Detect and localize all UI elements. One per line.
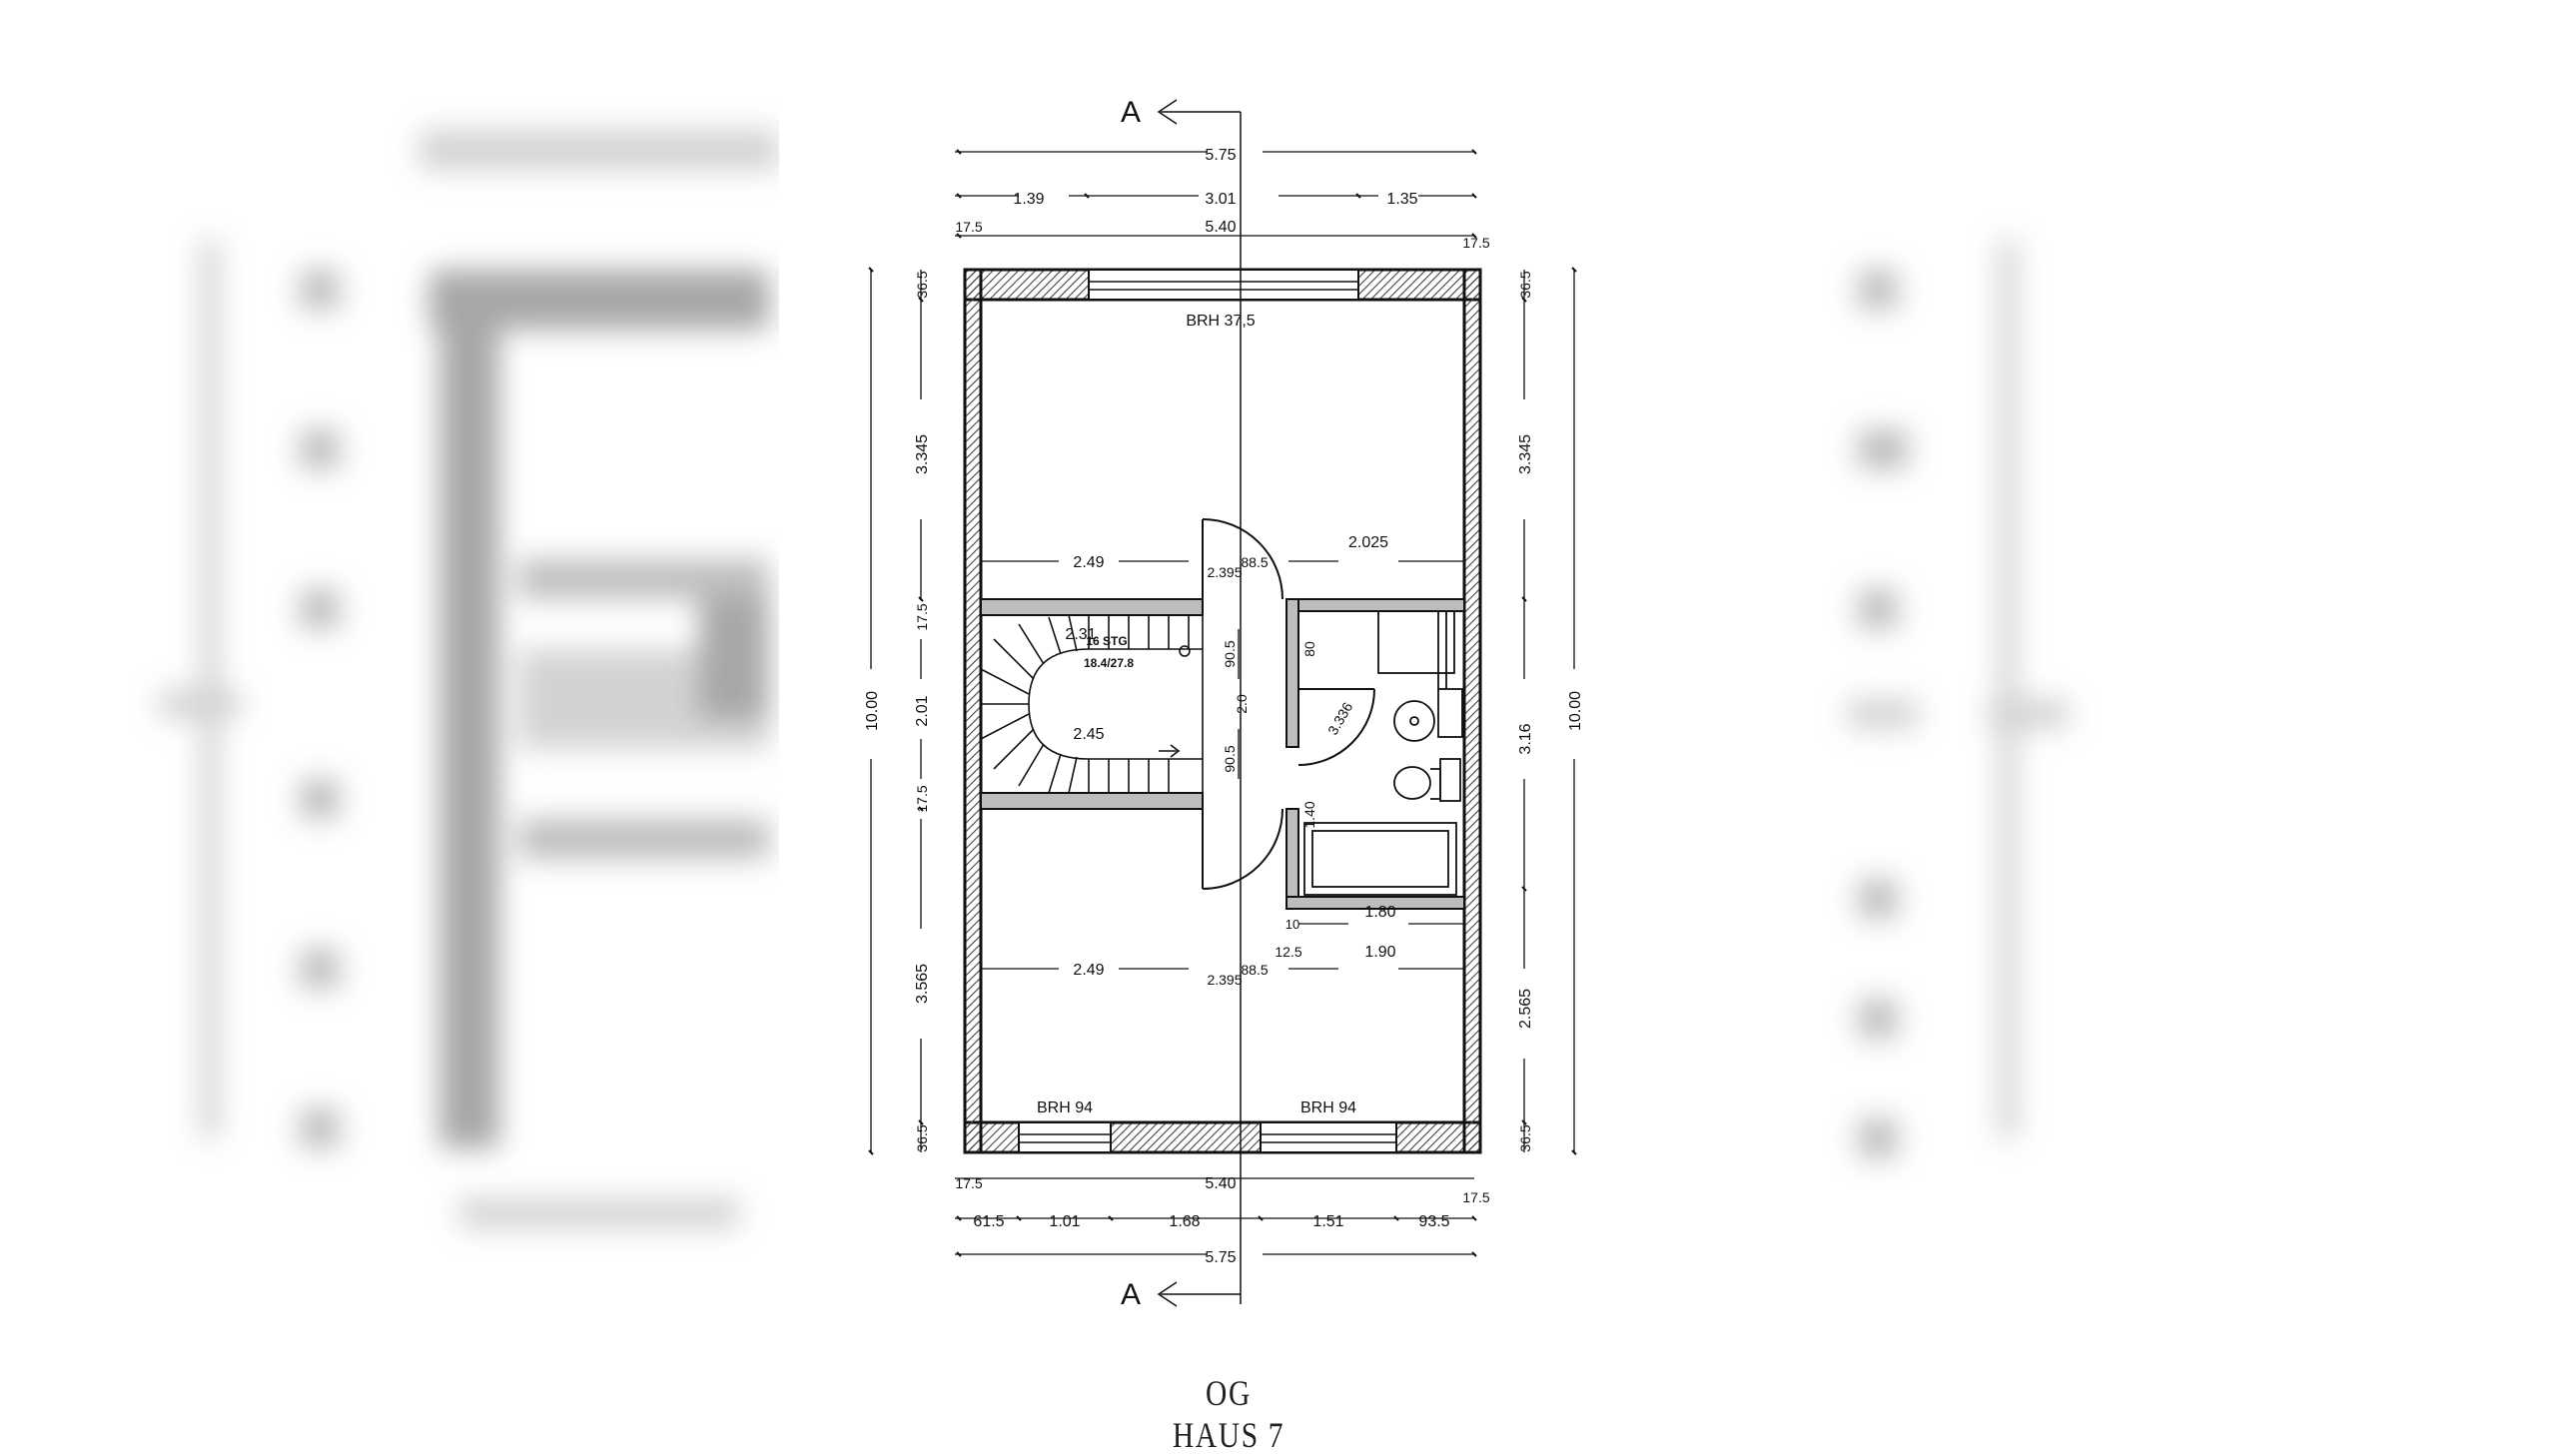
- dim-bottom-2: 1.01: [1049, 1213, 1080, 1230]
- dim-wall-left-top: 17.5: [955, 219, 982, 235]
- section-marker-top: A: [1121, 96, 1141, 129]
- dim-overall-width-top: 5.75: [1205, 147, 1236, 164]
- dim-bottom-3: 1.68: [1169, 1213, 1200, 1230]
- dim-upper-room-left: 2.49: [1073, 554, 1104, 571]
- dim-right-1: 36.5: [1517, 271, 1533, 298]
- dim-right-4: 2.565: [1517, 989, 1534, 1029]
- dim-bath-wall: 10: [1285, 917, 1299, 932]
- section-line-A: [1157, 99, 1242, 1307]
- dim-bottom-1: 61.5: [973, 1213, 1004, 1230]
- dimension-lines: [870, 151, 1575, 1255]
- dim-top-3: 1.35: [1386, 191, 1417, 208]
- dim-hall-upper: 90.5: [1222, 640, 1238, 667]
- section-marker-bottom: A: [1121, 1278, 1141, 1311]
- window-label-top: BRH 37,5: [1186, 313, 1255, 330]
- dim-left-3: 17.5: [914, 603, 930, 630]
- bathroom-fixtures: [1303, 610, 1463, 896]
- dim-bottom-4: 1.51: [1312, 1213, 1343, 1230]
- dim-height-total-left: 10.00: [864, 691, 881, 731]
- dim-upper-room-right: 2.025: [1348, 534, 1388, 551]
- window-label-bottom-right: BRH 94: [1300, 1099, 1356, 1116]
- dim-lower-door-height: 88.5: [1241, 962, 1268, 978]
- dim-hall-lower: 90.5: [1222, 745, 1238, 772]
- dim-upper-door-width: 2.395: [1207, 564, 1242, 580]
- dim-bottom-5: 93.5: [1418, 1213, 1449, 1230]
- dim-bath-door: 3.336: [1324, 699, 1355, 738]
- dim-left-2: 3.345: [914, 434, 931, 474]
- dim-hall-width: 2.0: [1234, 694, 1250, 714]
- dim-lower-room-upper: 1.80: [1364, 904, 1395, 921]
- dimension-ticks: [868, 149, 1577, 1257]
- interior-walls: [980, 598, 1465, 910]
- dim-left-6: 3.565: [914, 964, 931, 1004]
- doors: [1202, 518, 1375, 890]
- dim-wall-right-top: 17.5: [1462, 235, 1489, 251]
- dim-upper-door-height: 88.5: [1241, 554, 1268, 570]
- dim-right-2: 3.345: [1517, 434, 1534, 474]
- dim-right-3: 3.16: [1517, 723, 1534, 754]
- dim-bath-upper: 80: [1301, 641, 1317, 657]
- staircase: [980, 614, 1204, 794]
- dim-stair-upper: 2.31: [1065, 626, 1096, 643]
- plan-title: OG HAUS 7: [1172, 1373, 1285, 1455]
- dim-inner-width-bottom: 5.40: [1205, 1175, 1236, 1192]
- dim-right-5: 36.5: [1517, 1124, 1533, 1151]
- dim-left-1: 36.5: [914, 271, 930, 298]
- dim-lower-door-width: 2.395: [1207, 972, 1242, 988]
- dim-bath-tub: 1.40: [1301, 801, 1317, 828]
- dim-top-2: 3.01: [1205, 191, 1236, 208]
- stair-steps-label: 16 STG: [1086, 634, 1127, 648]
- stair-rise-label: 18.4/27.8: [1084, 656, 1134, 670]
- dim-inner-width-top: 5.40: [1205, 219, 1236, 236]
- dim-lower-room-lower: 1.90: [1364, 944, 1395, 961]
- window-label-bottom-left: BRH 94: [1037, 1099, 1093, 1116]
- dim-wall-left-bottom: 17.5: [955, 1175, 982, 1191]
- dim-left-5: 17.5: [914, 785, 930, 812]
- dim-lower-room-wall: 12.5: [1275, 944, 1301, 960]
- dim-wall-right-bottom: 17.5: [1462, 1189, 1489, 1205]
- dim-left-7: 36.5: [914, 1124, 930, 1151]
- dim-lower-room-left: 2.49: [1073, 962, 1104, 979]
- dim-height-total-right: 10.00: [1567, 691, 1584, 731]
- dim-overall-width-bottom: 5.75: [1205, 1249, 1236, 1266]
- exterior-walls: [963, 268, 1482, 1154]
- dim-stair-lower: 2.45: [1073, 726, 1104, 743]
- dim-top-1: 1.39: [1013, 191, 1044, 208]
- dim-left-4: 2.01: [914, 695, 931, 726]
